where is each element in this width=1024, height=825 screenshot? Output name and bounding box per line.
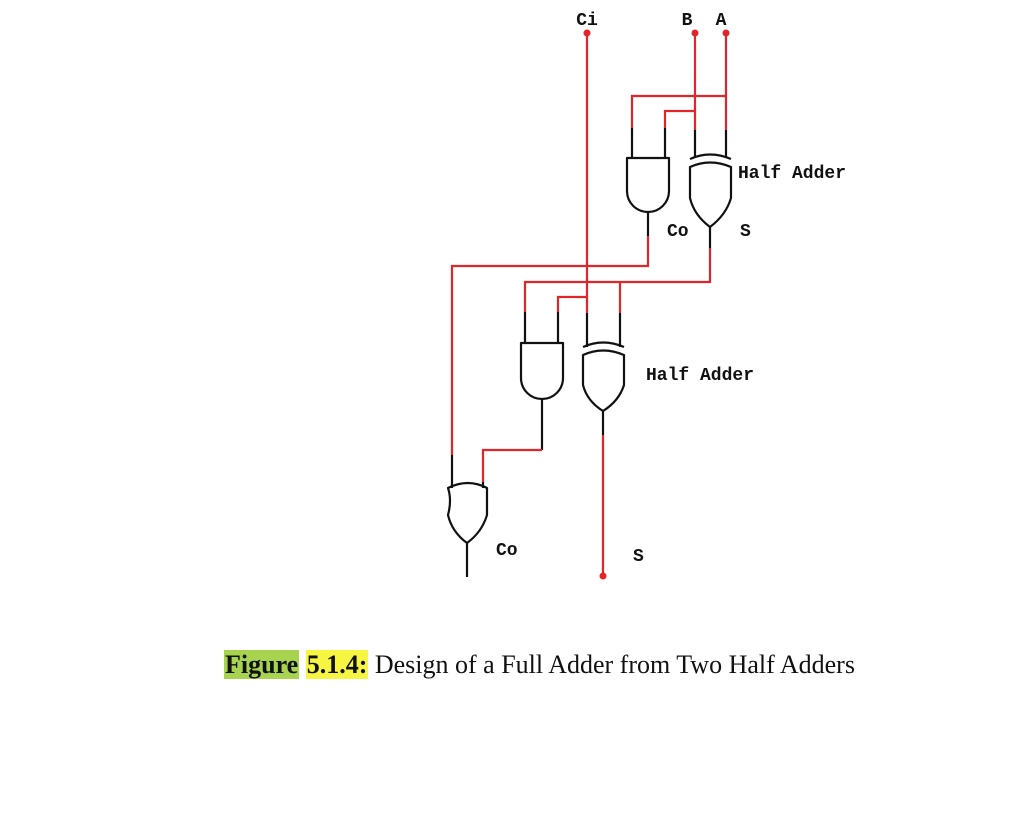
and2-to-or-wire (481, 448, 542, 482)
ha2-input-leads (523, 312, 622, 347)
co-1-label: Co (667, 222, 689, 242)
figure-word: Figure (224, 650, 300, 679)
a-label: A (716, 11, 727, 31)
half-adder-2-label: Half Adder (646, 366, 754, 386)
figure-caption: Figure 5.1.4: Design of a Full Adder fro… (224, 650, 855, 680)
xor-gate-1-back-curve (689, 153, 732, 161)
s-1-label: S (740, 222, 751, 242)
xor-gate-2-back-curve (582, 341, 625, 349)
and-gate-1 (625, 156, 671, 214)
b-label: B (682, 11, 693, 31)
half-adder-1-label: Half Adder (738, 164, 846, 184)
ci-to-and2-wire (556, 295, 587, 312)
co-output-label: Co (496, 541, 518, 561)
full-adder-circuit: Ci B A Half Adder Co S Half Adder Co S (446, 11, 846, 580)
caption-text: Design of a Full Adder from Two Half Add… (368, 650, 855, 679)
figure-number: 5.1.4: (305, 650, 369, 679)
ci-label: Ci (576, 11, 598, 31)
or-gate (446, 481, 489, 545)
ha1-input-leads (630, 128, 728, 158)
s-output-label: S (633, 547, 644, 567)
xor-gate-2 (581, 349, 626, 413)
co1-to-or-wire (450, 236, 650, 455)
xor-gate-1 (688, 161, 733, 229)
and-gate-2 (519, 341, 565, 401)
b-to-and1-wire (663, 109, 695, 128)
s1-to-and2-wire (523, 248, 712, 312)
